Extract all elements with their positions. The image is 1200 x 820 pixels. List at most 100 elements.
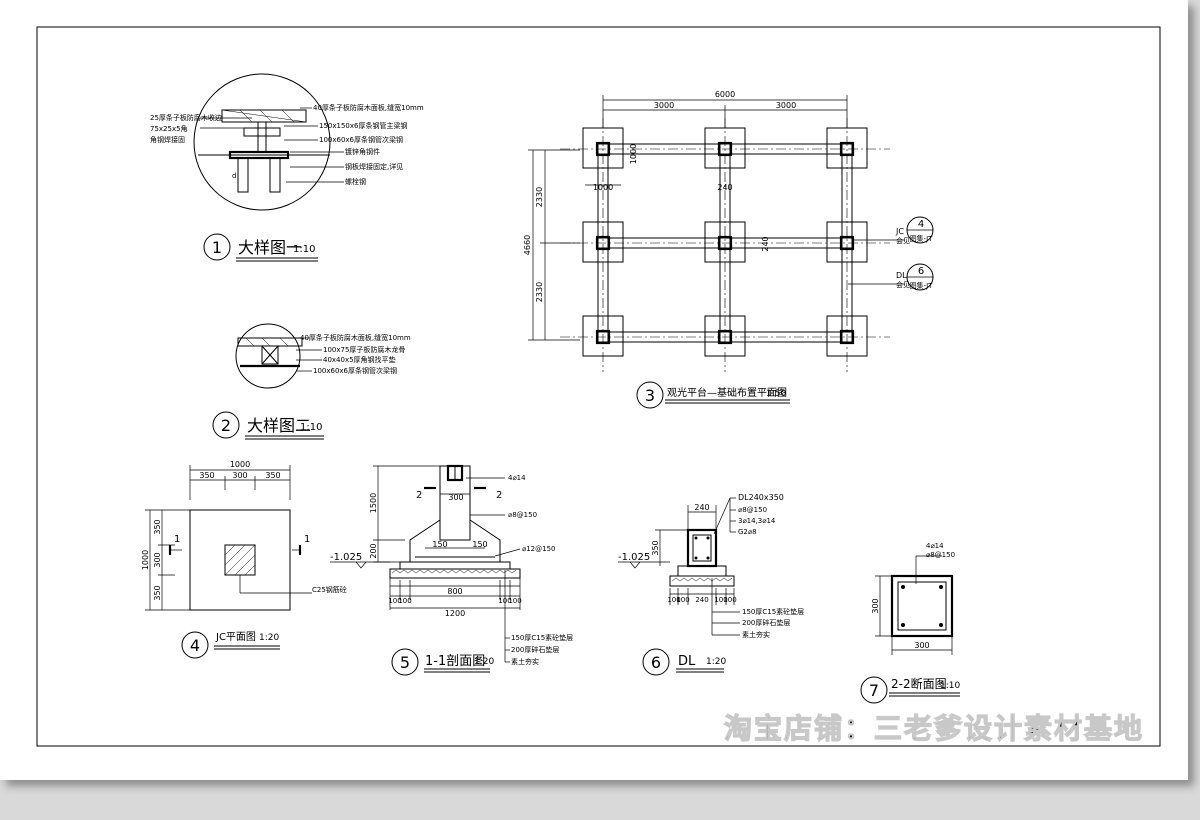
ground-beam-section: 240 350 DL240x350 ⌀8@150 3⌀14,3⌀14 G2⌀8 … (618, 493, 804, 676)
detail-1-note: 100x60x6厚条钢管次梁钢 (319, 135, 403, 144)
layer-note: 150厚C15素砼垫层 (511, 633, 573, 642)
jc-dim: 300 (232, 471, 247, 480)
jc-title: JC平面图 (215, 631, 256, 643)
section-mark: 1 (174, 534, 180, 545)
layer-note: 150厚C15素砼垫层 (742, 607, 804, 616)
svg-text:d: d (232, 172, 236, 180)
section-dim: 300 (448, 493, 463, 502)
callout-ref: 图集-JT (910, 234, 934, 243)
plan-title: 观光平台—基础布置平面图 (667, 386, 787, 399)
plan-dim: 2330 (535, 282, 544, 302)
jc-number-circle (181, 631, 209, 659)
dl-dim: 240 (694, 503, 709, 512)
jc-scale: 1:20 (259, 633, 279, 643)
callout-code: DL (896, 271, 907, 280)
plan-dim: 1000 (629, 144, 638, 164)
detail-2-note: 40x40x5厚角钢找平垫 (323, 355, 396, 364)
section-dim: 200 (369, 543, 378, 558)
dl-note: G2⌀8 (738, 528, 757, 536)
section-dim: 100 (388, 597, 401, 605)
section-dim: 100 (398, 597, 411, 605)
plan-dim: 2330 (535, 187, 544, 207)
detail-2-note: 40厚条子板防腐木面板,缝宽10mm (300, 333, 411, 342)
dl-gravel (669, 575, 735, 587)
jc-plan: 1000 350 300 350 1000 350 300 350 C25钢筋砼… (141, 460, 347, 659)
rebar-note: ⌀8@150 (926, 551, 955, 559)
layer-note: 200厚碎石垫层 (511, 645, 559, 654)
jc-dim: 350 (153, 519, 162, 534)
jc-dim: 300 (153, 552, 162, 567)
plan-dim: 4660 (523, 235, 532, 255)
dl-number: 6 (651, 653, 661, 672)
watermark: 淘宝店铺：三老爹设计素材基地 (724, 712, 1144, 745)
section-1-1-title: 1-1剖面图 (425, 654, 485, 669)
layer-note: 素土夯实 (511, 657, 539, 666)
detail-1-number-circle (203, 233, 231, 261)
section-2-2-number: 7 (869, 681, 879, 700)
detail-1-title: 大样图一 (238, 238, 302, 257)
rebar-note: 4⌀14 (508, 474, 526, 482)
section-1-1: 1500 200 300 2 2 4⌀14 ⌀8@150 ⌀12@150 150… (330, 464, 573, 676)
dl-note: ⌀8@150 (738, 506, 767, 514)
section-dim: 800 (447, 587, 462, 596)
section-mark: 2 (416, 490, 422, 501)
detail-2: 40厚条子板防腐木面板,缝宽10mm 100x75厚子板防腐木龙骨 40x40x… (212, 323, 411, 440)
section-1-1-number-circle (391, 648, 419, 676)
dl-number-circle (642, 648, 670, 676)
detail-1-note: 40厚条子板防腐木面板,缝宽10mm (313, 103, 424, 112)
dl-note: DL240x350 (738, 493, 784, 502)
section-dim: 100 (508, 597, 521, 605)
detail-2-number: 2 (221, 416, 231, 435)
detail-2-title: 大样图二 (247, 416, 311, 435)
section-dim: 1500 (369, 493, 378, 513)
jc-number: 4 (190, 636, 200, 655)
detail-1-note: 钢板焊接固定,详见 (345, 162, 403, 171)
jc-dim: 350 (265, 471, 280, 480)
level-mark: -1.025 (618, 552, 650, 563)
callout-ref: 图集-JT (910, 281, 934, 290)
detail-1-note: 150x150x6厚条钢管主梁钢 (319, 121, 407, 130)
dl-title: DL (678, 654, 696, 669)
section-dim: 300 (871, 598, 880, 613)
plan-number: 3 (645, 386, 655, 405)
detail-1-scale: 1:10 (293, 244, 315, 255)
plan-dim: 240 (717, 183, 732, 192)
layer-note: 素土夯实 (742, 630, 770, 639)
jc-dim: 350 (199, 471, 214, 480)
detail-1-note: 镀锌角钢件 (345, 147, 380, 156)
jc-footing-outline (189, 509, 291, 611)
svg-text:会见: 会见 (896, 280, 910, 289)
callout-code: JC (895, 227, 904, 236)
section-mark: 2 (496, 490, 502, 501)
detail-1-note: 75x25x5角 (150, 124, 188, 133)
rebar-note: ⌀8@150 (508, 511, 537, 519)
detail-2-note: 100x60x6厚条钢管次梁钢 (313, 366, 397, 375)
callout-number: 4 (918, 219, 924, 230)
dl-dim: 100 (723, 596, 736, 604)
detail-2-note: 100x75厚子板防腐木龙骨 (323, 345, 405, 354)
section-dim: 150 (472, 540, 487, 549)
section-2-2-scale: 1:10 (940, 681, 960, 691)
detail-1: d 40厚条子板防腐木面板,缝宽10mm 150x150x6厚条钢管主梁钢 10… (150, 73, 424, 262)
rebar-note: 4⌀14 (926, 542, 944, 550)
steel-post (257, 121, 267, 153)
plan-dim: 6000 (715, 90, 735, 99)
drawing-frame (36, 26, 1161, 747)
plan-dim: 3000 (654, 101, 674, 110)
svg-text:会见: 会见 (896, 236, 910, 245)
foundation-plan: 6000 3000 3000 4660 2330 2330 (523, 90, 934, 409)
plan-scale: 1:50 (766, 389, 786, 399)
dl-note: 3⌀14,3⌀14 (738, 517, 776, 525)
dl-scale: 1:20 (706, 657, 726, 667)
jc-dim: 350 (153, 585, 162, 600)
plan-dim: 240 (761, 236, 770, 251)
detail-1-note: 螺栓钢 (345, 177, 366, 186)
jc-dim: 1000 (230, 460, 250, 469)
callout-number: 6 (918, 266, 924, 277)
section-2-2-title: 2-2断面图 (891, 676, 947, 691)
layer-note: 200厚碎石垫层 (742, 618, 790, 627)
plan-dim: 1000 (593, 183, 613, 192)
dl-dim: 100 (676, 596, 689, 604)
detail-2-number-circle (212, 411, 240, 439)
section-2-2: 4⌀14 ⌀8@150 300 300 7 2-2断面图 1:10 (860, 542, 960, 704)
